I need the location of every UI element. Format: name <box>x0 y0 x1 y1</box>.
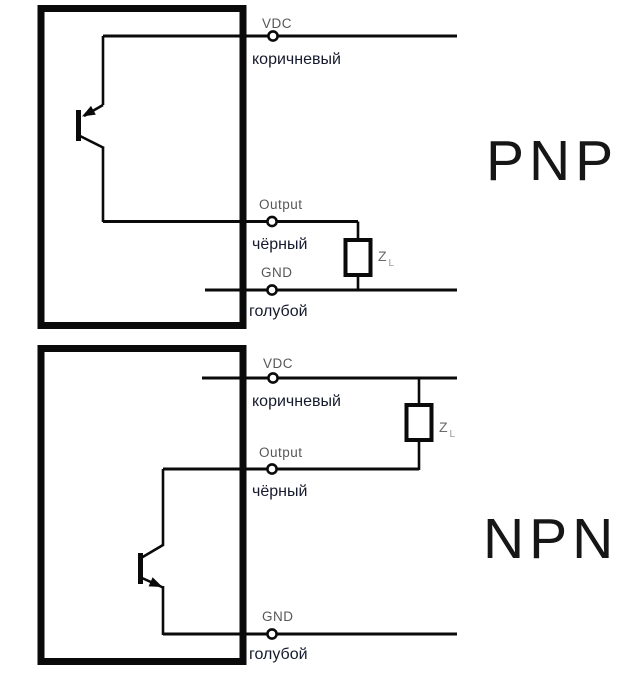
vdc-terminal <box>267 372 279 384</box>
vdc-signal-label: VDC <box>262 16 292 31</box>
vdc-wire-color-label: коричневый <box>252 51 341 68</box>
output-signal-label: Output <box>259 197 303 212</box>
pnp-title: PNP <box>486 129 618 193</box>
vdc-terminal <box>267 30 279 42</box>
gnd-signal-label: GND <box>261 265 293 280</box>
load-label: Z <box>378 248 387 264</box>
npn-diagram: VDC коричневый Output чёрный GND голубой… <box>37 345 618 665</box>
transistor-collector-lead <box>140 543 164 560</box>
gnd-signal-label: GND <box>262 609 294 624</box>
load-resistor <box>343 238 373 277</box>
emitter-arrow-icon <box>148 577 163 587</box>
load-sub-label: L <box>450 429 456 440</box>
load-sub-label: L <box>389 258 395 269</box>
vdc-signal-label: VDC <box>263 356 293 371</box>
gnd-wire-color-label: голубой <box>249 303 308 320</box>
sensor-body-outline <box>37 5 247 329</box>
transistor-base-bar <box>138 553 143 584</box>
output-wire-color-label: чёрный <box>252 236 307 253</box>
output-terminal <box>266 215 278 228</box>
transistor-base-bar <box>76 110 81 141</box>
output-terminal <box>266 463 278 475</box>
pnp-diagram: VDC коричневый Output чёрный GND голубой… <box>37 5 618 329</box>
load-resistor <box>404 403 434 442</box>
gnd-wire-color-label: голубой <box>249 646 308 663</box>
gnd-terminal <box>266 284 278 296</box>
npn-transistor-icon <box>138 543 164 589</box>
sensor-body-outline <box>37 345 247 665</box>
npn-title: NPN <box>483 507 618 571</box>
transistor-collector-lead <box>78 134 105 150</box>
output-signal-label: Output <box>259 445 303 460</box>
gnd-terminal <box>266 628 278 640</box>
output-wire-color-label: чёрный <box>252 483 307 500</box>
load-label: Z <box>439 419 448 435</box>
emitter-arrow-icon <box>82 105 96 117</box>
vdc-wire-color-label: коричневый <box>252 393 341 410</box>
pnp-transistor-icon <box>76 103 105 150</box>
